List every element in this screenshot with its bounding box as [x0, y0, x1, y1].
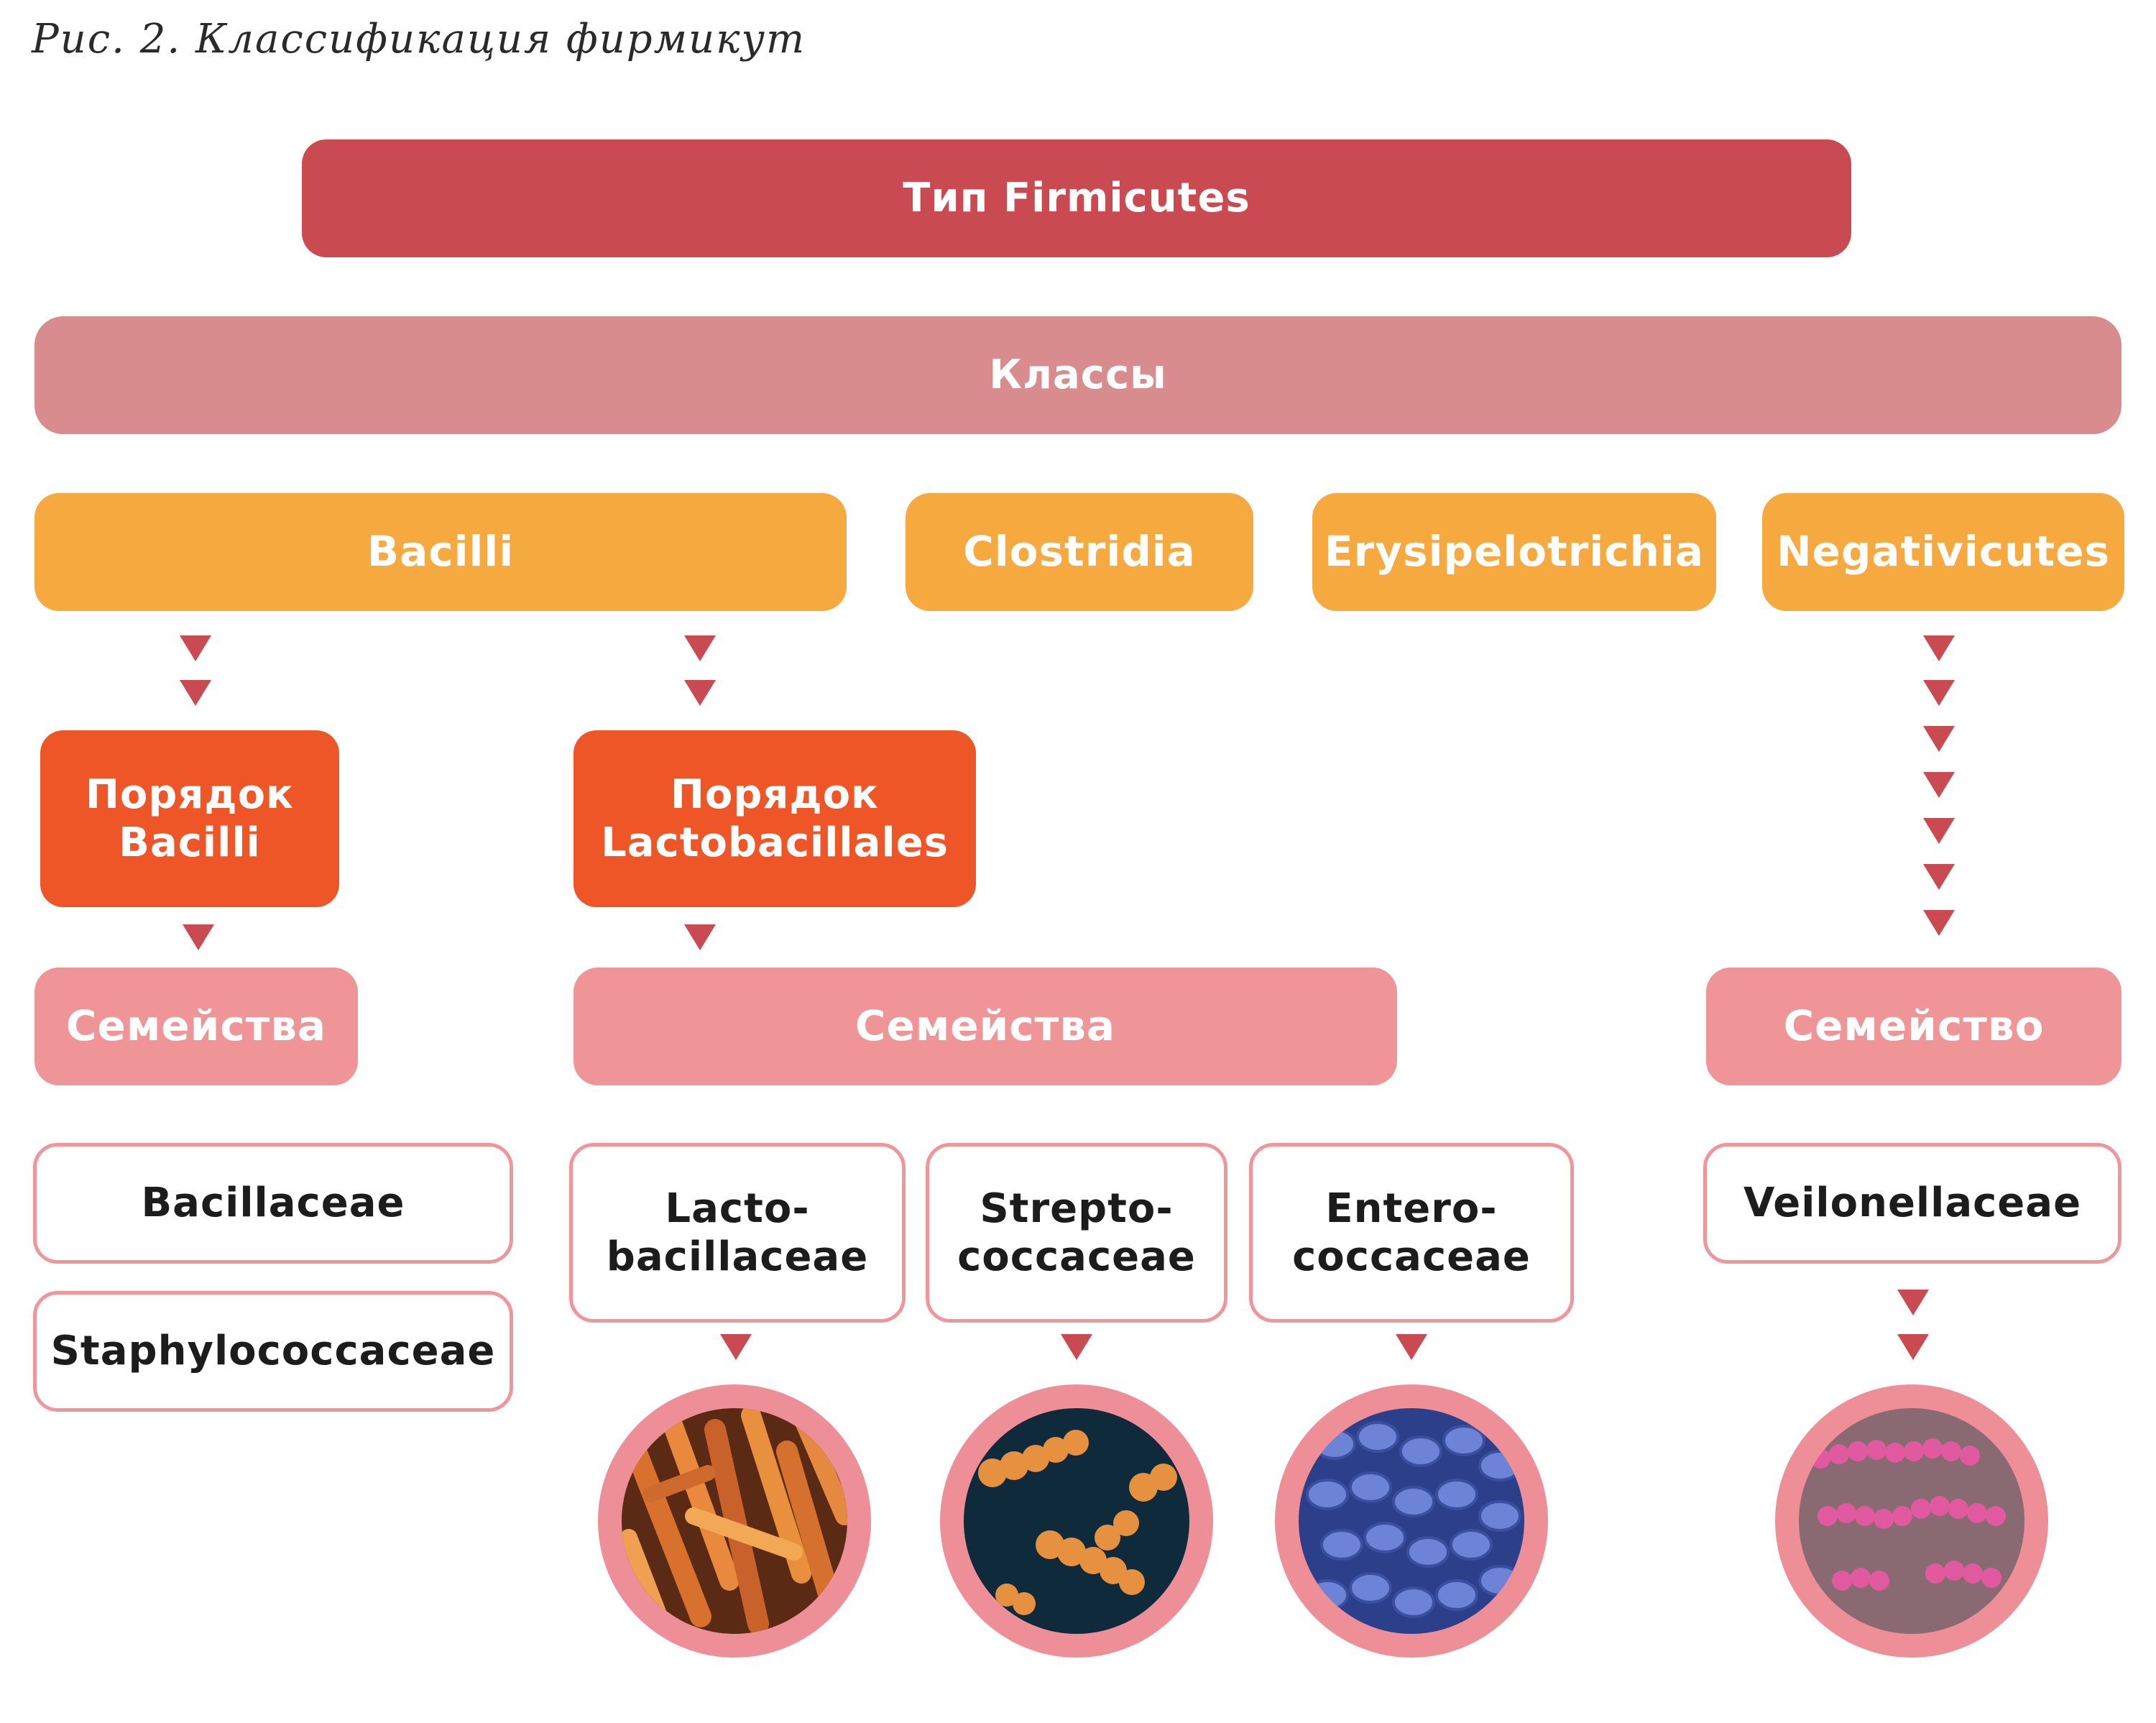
- arrow-icon: [183, 924, 214, 950]
- family-lactobacillaceae: Lacto- bacillaceae: [569, 1143, 906, 1323]
- family-streptococcaceae: Strepto- coccaceae: [926, 1143, 1227, 1323]
- arrow-icon: [684, 680, 716, 706]
- veillonella-micrograph: [1775, 1384, 2048, 1658]
- order-bacillales-line1: Порядок: [85, 771, 295, 818]
- arrow-icon: [1061, 1334, 1092, 1360]
- class-clostridia: Clostridia: [906, 493, 1253, 611]
- family-streptococcaceae-line1: Strepto-: [980, 1185, 1174, 1232]
- arrow-icon: [1923, 864, 1955, 890]
- arrow-icon: [1923, 772, 1955, 798]
- family-veilonellaceae: Veilonellaceae: [1703, 1143, 2122, 1264]
- classes-header: Классы: [34, 316, 2122, 434]
- arrow-icon: [180, 680, 211, 706]
- order-lactobacillales-line1: Порядок: [670, 771, 880, 818]
- arrow-icon: [1923, 818, 1955, 844]
- order-lactobacillales: Порядок Lactobacillales: [573, 730, 976, 907]
- arrow-icon: [1923, 910, 1955, 936]
- arrow-icon: [1923, 726, 1955, 752]
- family-header-lacto: Семейства: [573, 968, 1397, 1085]
- arrow-icon: [1923, 680, 1955, 706]
- family-enterococcaceae-line1: Entero-: [1325, 1185, 1498, 1232]
- class-bacilli: Bacilli: [34, 493, 847, 611]
- enterococcus-micrograph: [1275, 1384, 1548, 1658]
- arrow-icon: [1897, 1334, 1929, 1360]
- figure-caption: Рис. 2. Классификация фирмикут: [32, 16, 806, 63]
- arrow-icon: [684, 635, 716, 661]
- arrow-icon: [1923, 635, 1955, 661]
- arrow-icon: [1396, 1334, 1427, 1360]
- order-lactobacillales-line2: Lactobacillales: [601, 819, 949, 866]
- arrow-icon: [180, 635, 211, 661]
- family-enterococcaceae: Entero- coccaceae: [1249, 1143, 1574, 1323]
- family-header-negativicutes: Семейство: [1706, 968, 2122, 1085]
- arrow-icon: [720, 1334, 752, 1360]
- arrow-icon: [1897, 1290, 1929, 1315]
- family-header-bacilli: Семейства: [34, 968, 358, 1085]
- family-streptococcaceae-line2: coccaceae: [957, 1233, 1196, 1280]
- class-negativicutes: Negativicutes: [1762, 493, 2124, 611]
- family-bacillaceae: Bacillaceae: [33, 1143, 513, 1264]
- order-bacillales: Порядок Bacilli: [40, 730, 339, 907]
- phylum-box: Тип Firmicutes: [302, 139, 1851, 257]
- streptococcus-micrograph: [940, 1384, 1213, 1658]
- lactobacillus-micrograph: [598, 1384, 871, 1658]
- family-lactobacillaceae-line2: bacillaceae: [606, 1233, 869, 1280]
- family-lactobacillaceae-line1: Lacto-: [665, 1185, 810, 1232]
- family-staphylococcaceae: Staphylococcaceae: [33, 1291, 513, 1412]
- arrow-icon: [684, 924, 716, 950]
- class-erysipelotrichia: Erysipelotrichia: [1312, 493, 1716, 611]
- order-bacillales-line2: Bacilli: [119, 819, 261, 866]
- family-enterococcaceae-line2: coccaceae: [1292, 1233, 1531, 1280]
